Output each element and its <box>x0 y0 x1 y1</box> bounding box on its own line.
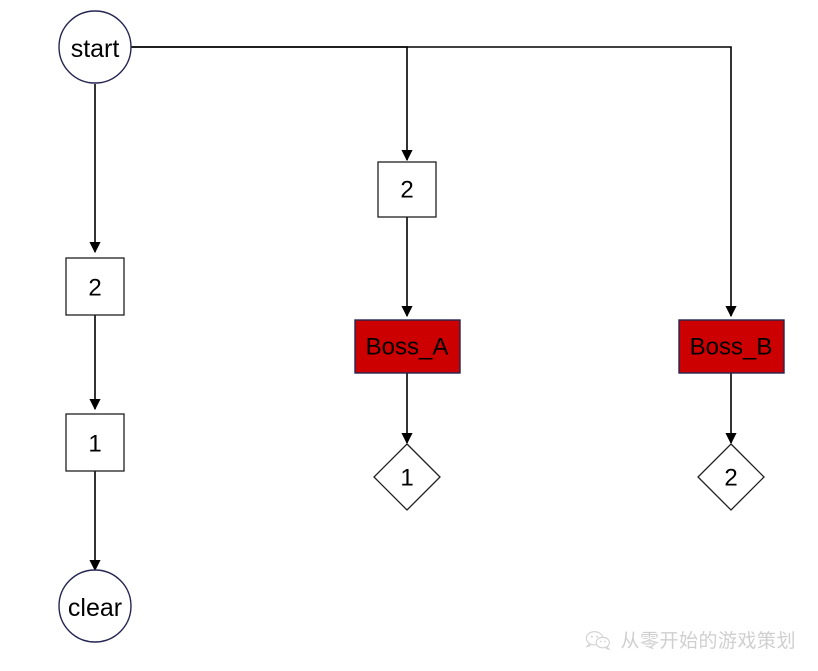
node-left-two[interactable]: 2 <box>65 257 125 316</box>
wechat-logo-icon <box>586 630 611 650</box>
node-boss-a-label: Boss_A <box>366 334 449 361</box>
node-clear-shape[interactable] <box>58 569 132 643</box>
node-boss-a[interactable]: Boss_A <box>354 319 461 374</box>
edge-start-to-mid-two <box>131 46 413 162</box>
node-clear[interactable]: clear <box>58 569 132 643</box>
node-mid-two-label: 2 <box>400 177 413 204</box>
edge-start-to-boss-b <box>131 46 737 318</box>
edge-group <box>89 46 737 572</box>
node-diamond-one-shape[interactable] <box>373 443 441 511</box>
node-boss-a-shape[interactable] <box>354 319 461 374</box>
node-left-one-shape[interactable] <box>65 413 125 472</box>
node-mid-two[interactable]: 2 <box>377 161 437 218</box>
node-left-one-label: 1 <box>88 431 101 458</box>
node-start-shape[interactable] <box>58 10 132 84</box>
node-left-two-label: 2 <box>88 275 101 302</box>
node-start[interactable]: start <box>58 10 132 84</box>
node-diamond-one-label: 1 <box>400 465 413 492</box>
node-start-label: start <box>71 35 120 63</box>
node-diamond-two-shape[interactable] <box>697 443 765 511</box>
watermark: 从零开始的游戏策划 <box>585 626 796 653</box>
watermark-text: 从零开始的游戏策划 <box>620 631 796 652</box>
node-diamond-two-label: 2 <box>724 465 737 492</box>
node-boss-b-label: Boss_B <box>690 334 773 361</box>
node-clear-label: clear <box>68 594 122 622</box>
node-left-two-shape[interactable] <box>65 257 125 316</box>
node-left-one[interactable]: 1 <box>65 413 125 472</box>
node-boss-b-shape[interactable] <box>678 319 785 374</box>
node-mid-two-shape[interactable] <box>377 161 437 218</box>
node-diamond-one[interactable]: 1 <box>373 443 441 511</box>
node-diamond-two[interactable]: 2 <box>697 443 765 511</box>
node-boss-b[interactable]: Boss_B <box>678 319 785 374</box>
